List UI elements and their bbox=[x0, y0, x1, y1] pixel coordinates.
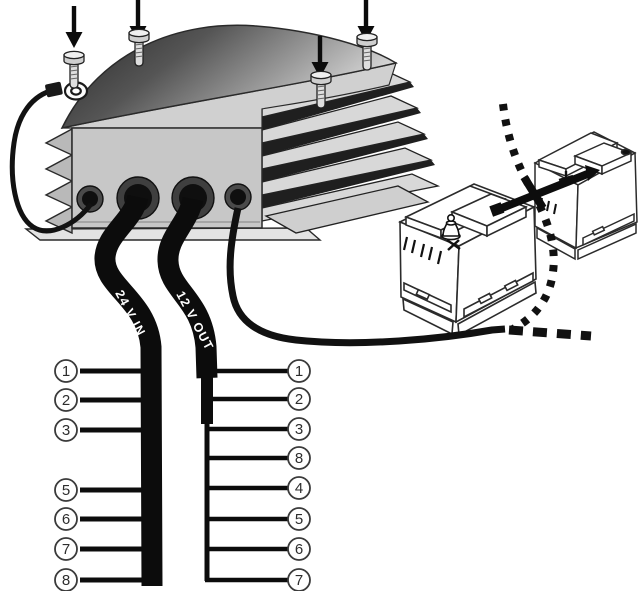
heatsink-fin-gap bbox=[262, 82, 414, 130]
terminal-node: 6 bbox=[287, 537, 311, 561]
jumper-bar bbox=[495, 169, 592, 214]
terminal-number: 2 bbox=[295, 391, 303, 408]
terminal-number: 7 bbox=[62, 541, 70, 558]
left-branch-wires bbox=[80, 368, 153, 583]
terminal-number: 3 bbox=[295, 421, 303, 438]
battery-rail-slot bbox=[477, 292, 493, 305]
battery-rail-slot bbox=[591, 225, 606, 236]
jumper-cross-arm bbox=[520, 174, 547, 211]
terminal-circle bbox=[54, 388, 78, 412]
terminal-node: 5 bbox=[54, 478, 78, 502]
terminal-number: 6 bbox=[295, 541, 303, 558]
battery-lid-block-band bbox=[486, 205, 527, 238]
terminal-number: 3 bbox=[62, 422, 70, 439]
battery-foot bbox=[457, 280, 537, 337]
terminal-circle bbox=[287, 446, 311, 470]
terminal-number: 1 bbox=[295, 363, 303, 380]
right-branch-wires bbox=[205, 368, 288, 583]
heatsink-fin-gap bbox=[262, 108, 421, 156]
terminal-node: 8 bbox=[287, 446, 311, 470]
terminal-number: 4 bbox=[295, 480, 303, 497]
terminal-circle bbox=[54, 478, 78, 502]
terminal-circle bbox=[287, 359, 311, 383]
input-cable-24v bbox=[94, 193, 163, 587]
terminal-node: 5 bbox=[287, 507, 311, 531]
terminal-node: 1 bbox=[54, 359, 78, 383]
battery-x-mark bbox=[446, 239, 461, 251]
terminal-node: 2 bbox=[54, 388, 78, 412]
battery-cable-solid bbox=[226, 207, 506, 347]
converter-unit bbox=[23, 24, 441, 241]
terminal-circle bbox=[287, 537, 311, 561]
terminal-node: 3 bbox=[287, 417, 311, 441]
routing-dotted-line bbox=[499, 103, 558, 334]
heatsink-left-fins bbox=[44, 127, 74, 235]
battery-terminal-nub bbox=[620, 148, 632, 156]
left-terminal-column: 1 2 3 5 6 7 8 bbox=[54, 359, 78, 591]
battery-rail-slot bbox=[503, 279, 519, 292]
battery-rail bbox=[582, 212, 635, 247]
terminal-circle bbox=[287, 387, 311, 411]
terminal-number: 5 bbox=[62, 482, 70, 499]
terminal-circle bbox=[287, 568, 311, 591]
battery-terminal-post bbox=[441, 214, 461, 241]
converter-dome-top bbox=[60, 24, 398, 130]
terminal-circle bbox=[287, 507, 311, 531]
terminal-node: 7 bbox=[287, 568, 311, 591]
terminal-number: 7 bbox=[295, 572, 303, 589]
jumper-end-cap bbox=[585, 165, 600, 181]
battery-foot bbox=[536, 226, 576, 261]
terminal-circle bbox=[287, 476, 311, 500]
terminal-node: 6 bbox=[54, 507, 78, 531]
terminal-node: 1 bbox=[287, 359, 311, 383]
terminal-node: 8 bbox=[54, 568, 78, 591]
cable-12v-out bbox=[157, 196, 218, 379]
terminal-number: 2 bbox=[62, 392, 70, 409]
terminal-node: 4 bbox=[287, 476, 311, 500]
terminal-circle bbox=[287, 417, 311, 441]
heatsink-fin-gap bbox=[262, 134, 428, 182]
battery-foot bbox=[577, 222, 637, 261]
terminal-circle bbox=[54, 507, 78, 531]
terminal-node: 3 bbox=[54, 418, 78, 442]
terminal-number: 1 bbox=[62, 363, 70, 380]
grommet-ground-hole bbox=[82, 191, 98, 207]
output-cable-12v bbox=[157, 196, 218, 581]
grommet-battery-hole bbox=[230, 189, 246, 205]
battery-jumper-cable bbox=[489, 165, 600, 217]
down-arrow-icon bbox=[65, 6, 83, 48]
battery-vent-ticks bbox=[402, 236, 443, 265]
terminal-number: 6 bbox=[62, 511, 70, 528]
terminal-circle bbox=[54, 537, 78, 561]
jumper-start-cap bbox=[489, 202, 505, 217]
ground-wire bbox=[9, 87, 93, 234]
battery-cable-dashed bbox=[508, 325, 592, 341]
battery-lid-block-band bbox=[601, 151, 632, 176]
heatsink-fin-gap bbox=[262, 160, 435, 208]
battery-rail-slot bbox=[415, 288, 431, 301]
cable-24v-in bbox=[94, 193, 163, 587]
right-terminal-column: 1 2 3 8 4 5 6 7 bbox=[287, 359, 311, 591]
terminal-circle bbox=[54, 418, 78, 442]
terminal-circle bbox=[54, 568, 78, 591]
terminal-circle bbox=[54, 359, 78, 383]
terminal-number: 8 bbox=[295, 450, 303, 467]
terminal-number: 8 bbox=[62, 572, 70, 589]
terminal-node: 2 bbox=[287, 387, 311, 411]
battery-left bbox=[398, 183, 537, 337]
heatsink-bottom-plate bbox=[264, 185, 430, 234]
terminal-number: 5 bbox=[295, 511, 303, 528]
terminal-node: 7 bbox=[54, 537, 78, 561]
terminal-crimp bbox=[45, 81, 63, 98]
